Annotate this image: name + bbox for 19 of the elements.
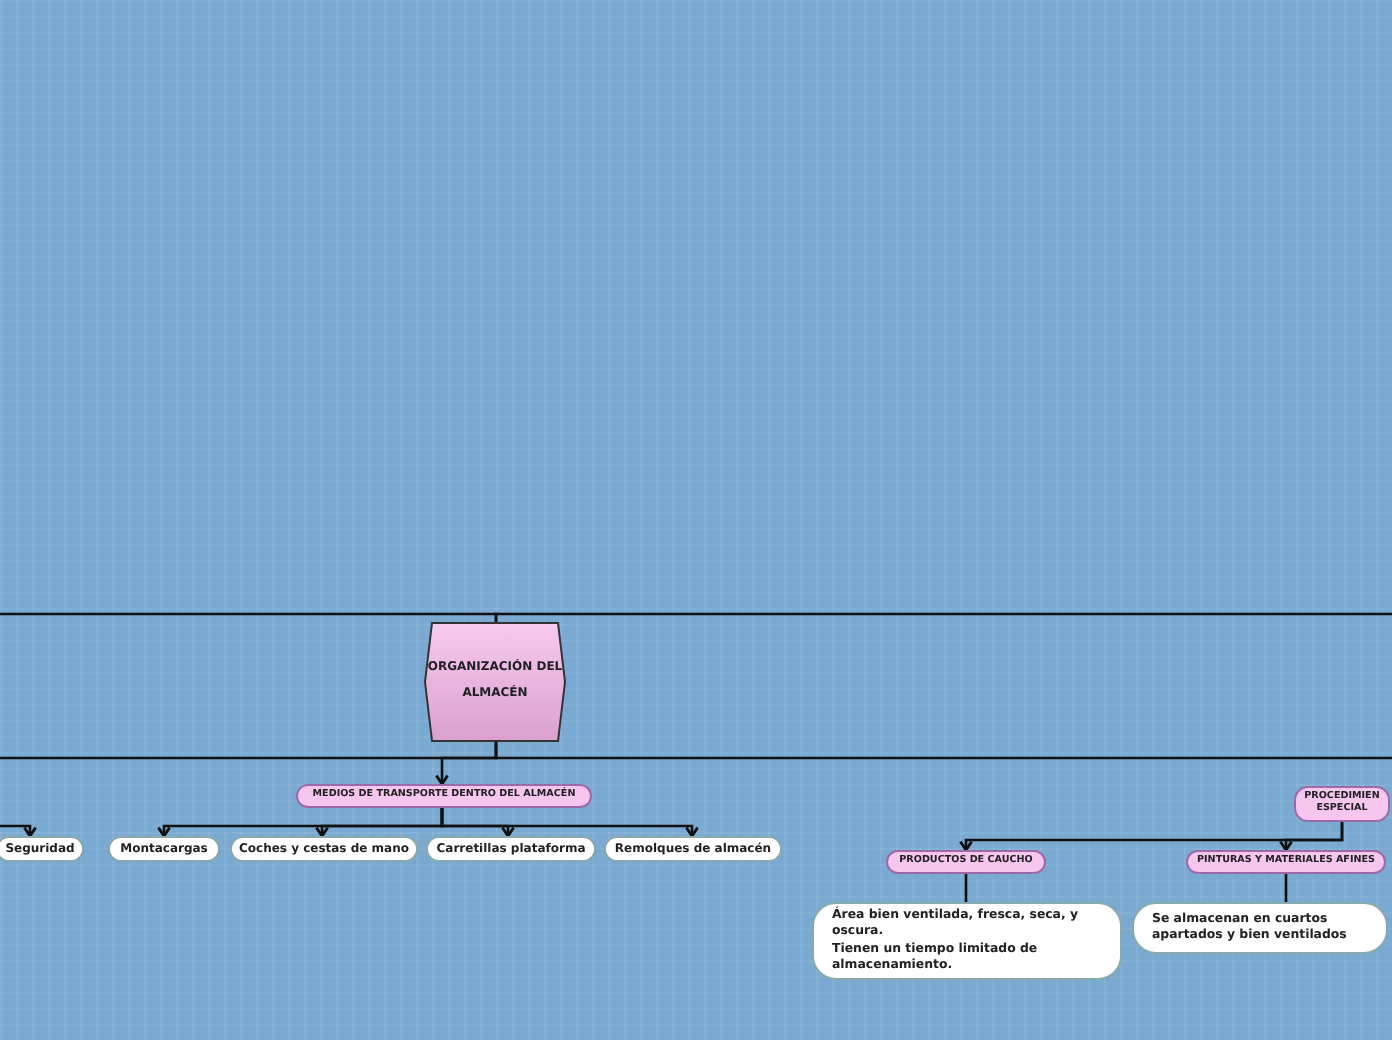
topic-box <box>886 850 1046 874</box>
topic-box <box>1186 850 1386 874</box>
note-box <box>812 902 1122 980</box>
arrow <box>440 808 699 838</box>
connector-line <box>964 874 968 902</box>
arrow <box>0 824 37 838</box>
topic-box <box>1294 786 1390 822</box>
connector-line <box>494 612 1392 623</box>
subtopic-box <box>426 836 596 862</box>
subtopic-box <box>0 836 84 862</box>
note-box <box>1132 902 1388 954</box>
subtopic-box <box>230 836 418 862</box>
subtopic-box <box>108 836 220 862</box>
arrow <box>435 742 498 786</box>
arrow <box>1279 822 1344 852</box>
hexagon-node <box>424 622 566 742</box>
topic-box <box>296 784 592 808</box>
connector-line <box>1284 874 1288 902</box>
subtopic-box <box>604 836 782 862</box>
